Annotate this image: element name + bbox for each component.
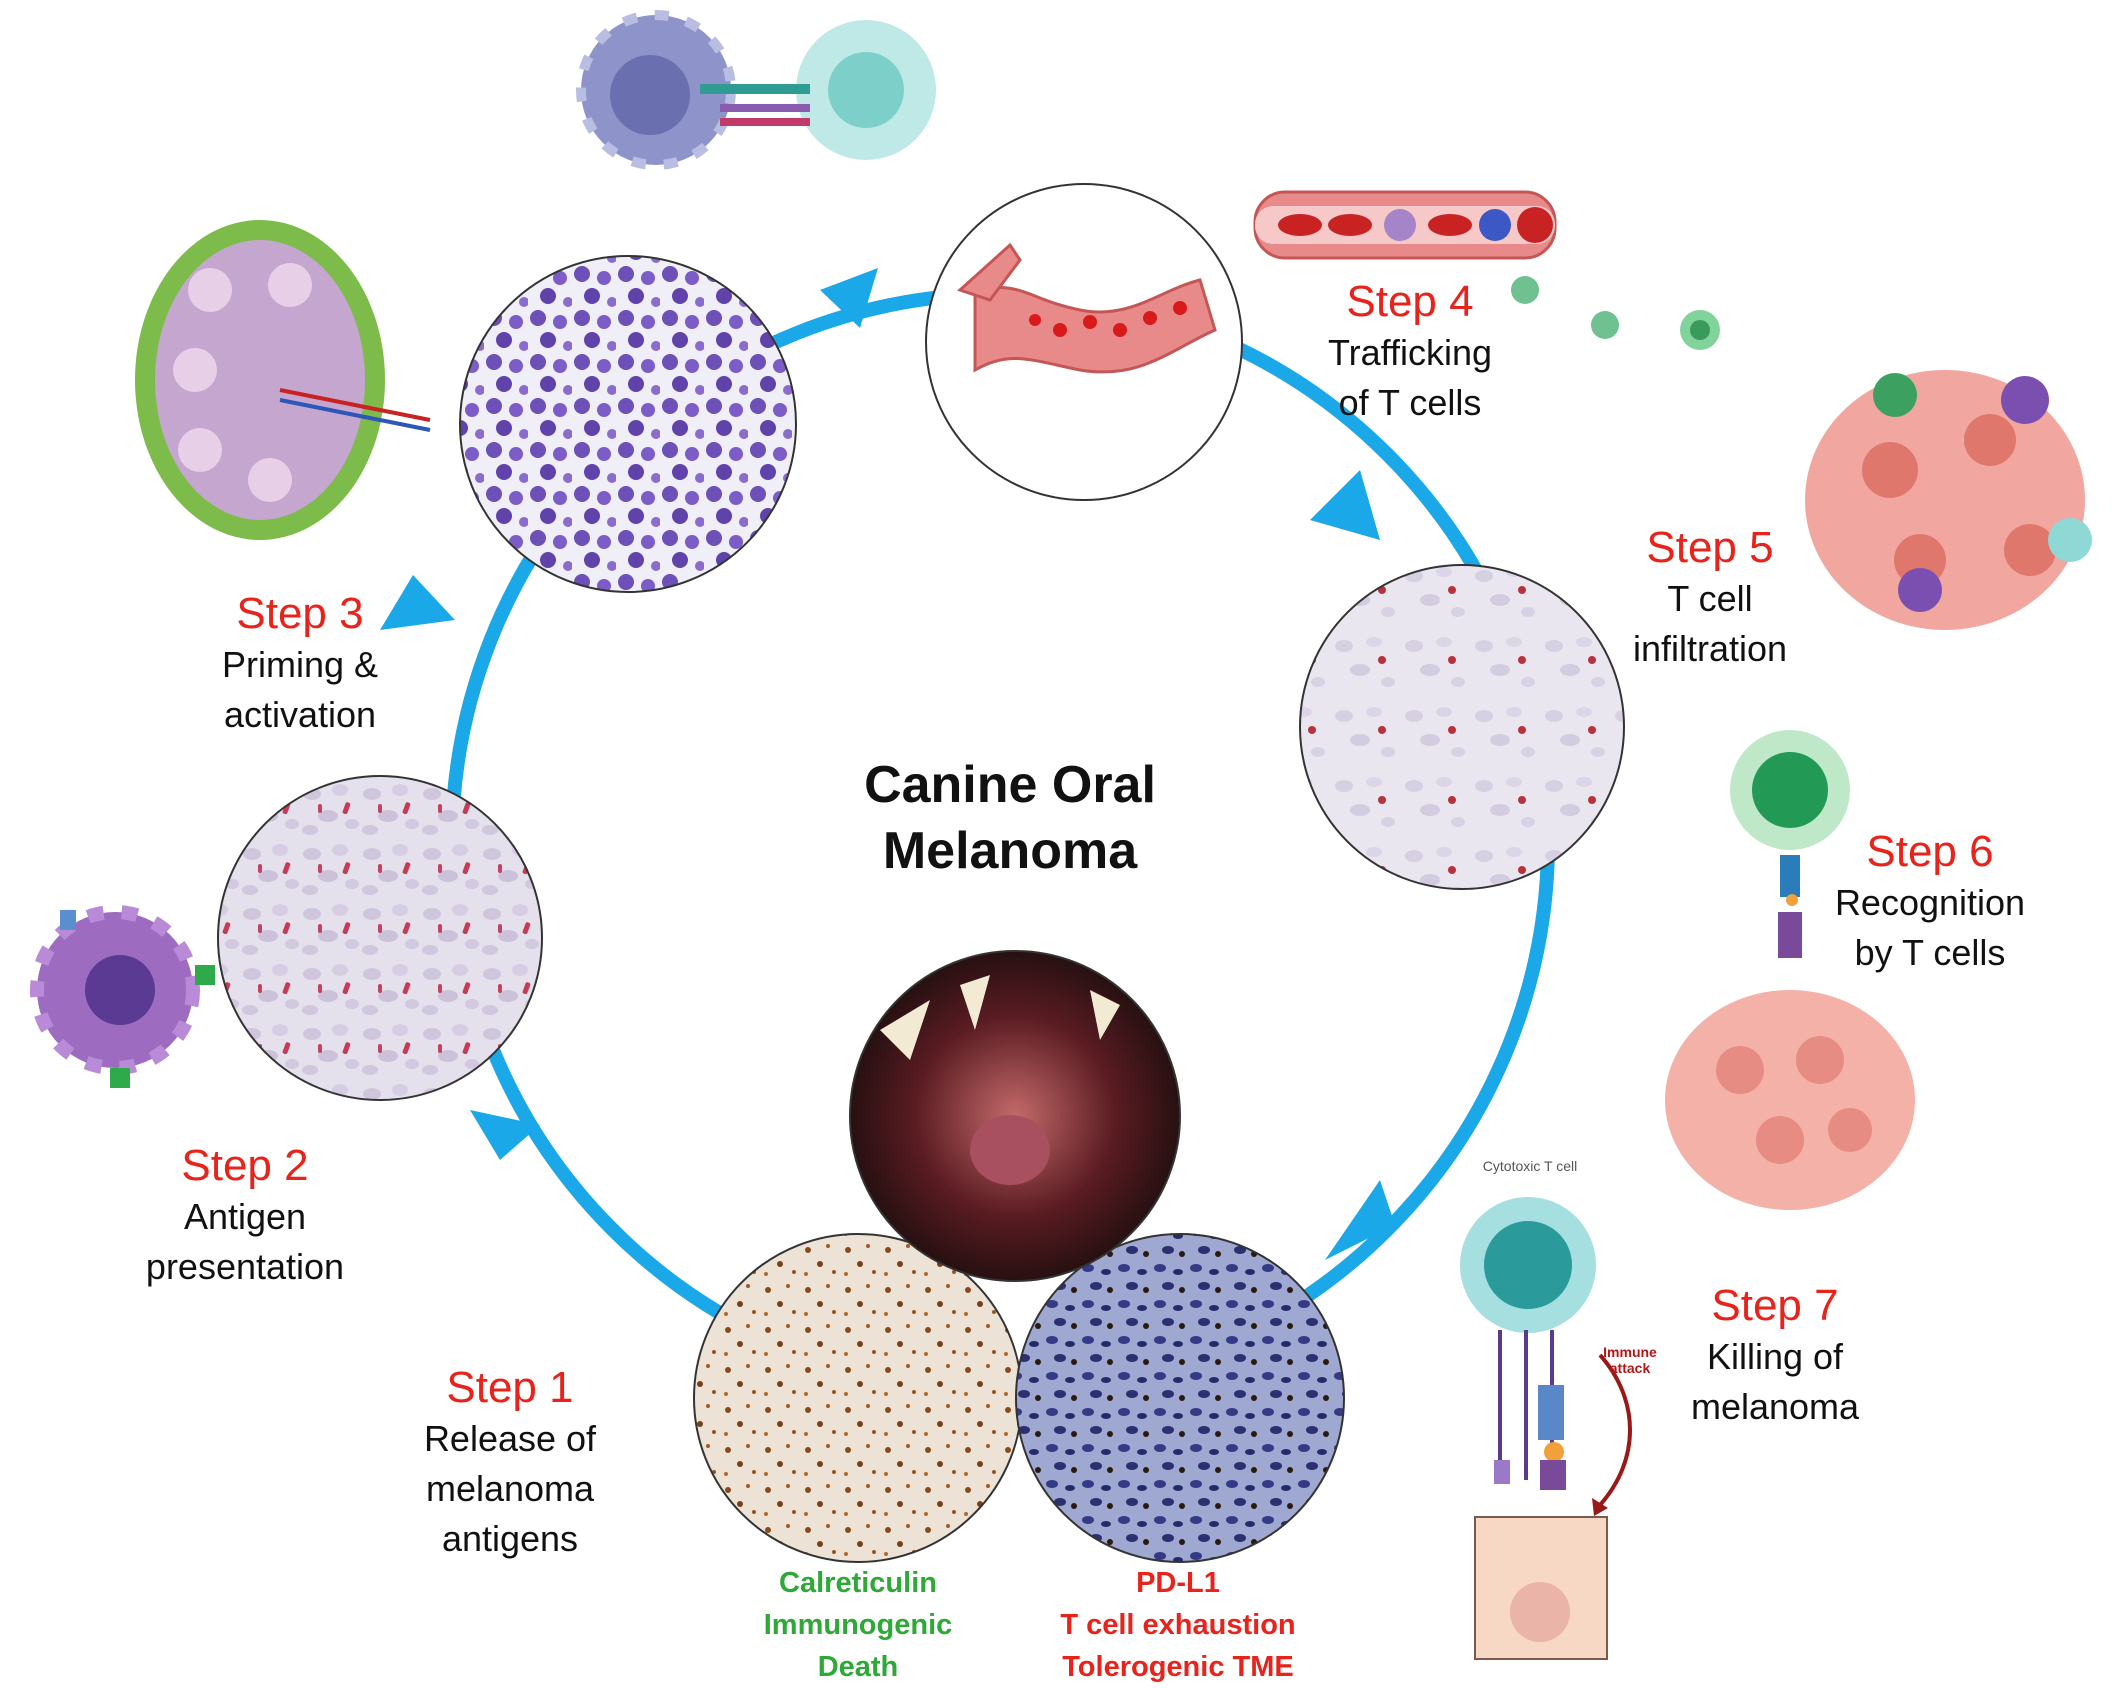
cytology-step3-circle xyxy=(459,255,797,593)
calreticulin-caption: Calreticulin Immunogenic Death xyxy=(720,1562,996,1688)
step6-line1: Recognition xyxy=(1834,882,2026,923)
lymph-node-icon xyxy=(135,220,431,540)
step4-line1: Trafficking xyxy=(1327,332,1493,373)
step6-title: Step 6 xyxy=(1866,827,1994,876)
calreticulin-line2: Immunogenic xyxy=(763,1609,953,1641)
step2-label: Step 2 Antigen presentation xyxy=(125,1140,365,1292)
step4-title: Step 4 xyxy=(1346,277,1474,326)
step3-label: Step 3 Priming & activation xyxy=(180,588,420,740)
step1-line1: Release of xyxy=(423,1418,597,1459)
step7-line2: melanoma xyxy=(1690,1386,1860,1427)
step4-line2: of T cells xyxy=(1338,382,1482,423)
pdl1-line1: PD-L1 xyxy=(1136,1567,1220,1599)
pdl1-line2: T cell exhaustion xyxy=(1060,1609,1296,1641)
step6-line2: by T cells xyxy=(1854,932,2006,973)
calreticulin-circle xyxy=(693,1233,1023,1563)
step5-title: Step 5 xyxy=(1646,523,1774,572)
dendritic-tcell-synapse-icon xyxy=(576,10,936,170)
arrow-step4-to-5 xyxy=(1310,470,1380,540)
step3-line2: activation xyxy=(223,694,377,735)
blood-vessel-icon xyxy=(957,242,1217,374)
arrow-step1-to-2 xyxy=(470,1110,540,1160)
step4-label: Step 4 Trafficking of T cells xyxy=(1290,276,1530,428)
arrow-step3-to-4 xyxy=(820,268,878,328)
step2-line2: presentation xyxy=(145,1246,345,1287)
immune-attack-line1: Immune xyxy=(1603,1344,1657,1360)
diagram-title: Canine Oral Melanoma xyxy=(800,752,1220,884)
ihc-step2-circle xyxy=(217,775,543,1101)
step7-title: Step 7 xyxy=(1711,1281,1839,1330)
step3-line1: Priming & xyxy=(221,644,379,685)
tumor-icon xyxy=(970,1115,1050,1185)
step5-label: Step 5 T cell infiltration xyxy=(1590,522,1830,674)
antigen-presenting-cell-icon xyxy=(30,905,215,1088)
arrow-step6-to-1 xyxy=(1325,1180,1395,1260)
teeth-icon xyxy=(880,975,1120,1060)
tumor-immune-cluster-icon xyxy=(1805,370,2092,630)
immune-attack-label: Immune attack xyxy=(1595,1344,1665,1376)
pdl1-circle xyxy=(1015,1233,1345,1563)
title-line2: Melanoma xyxy=(882,822,1138,880)
step1-line3: antigens xyxy=(441,1518,579,1559)
arrow-step2-to-3 xyxy=(380,575,455,630)
vessel-trafficking-icon xyxy=(1253,190,1720,350)
step5-line2: infiltration xyxy=(1632,628,1788,669)
ihc-step5-circle xyxy=(1299,564,1625,890)
step7-label: Step 7 Killing of melanoma xyxy=(1655,1280,1895,1432)
calreticulin-line3: Death xyxy=(817,1651,899,1683)
pdl1-caption: PD-L1 T cell exhaustion Tolerogenic TME xyxy=(1040,1562,1316,1688)
tcell-recognition-icon xyxy=(1665,730,1915,1210)
step7-line1: Killing of xyxy=(1706,1336,1844,1377)
step6-label: Step 6 Recognition by T cells xyxy=(1800,826,2060,978)
step1-line2: melanoma xyxy=(425,1468,595,1509)
immune-attack-line2: attack xyxy=(1609,1360,1651,1376)
step1-label: Step 1 Release of melanoma antigens xyxy=(390,1362,630,1564)
pdl1-line3: Tolerogenic TME xyxy=(1062,1651,1294,1683)
step3-title: Step 3 xyxy=(236,589,364,638)
cytotoxic-tcell-label: Cytotoxic T cell xyxy=(1482,1158,1578,1174)
step2-line1: Antigen xyxy=(183,1196,307,1237)
cytotoxic-tcell-icon xyxy=(1460,1197,1632,1660)
step1-title: Step 1 xyxy=(446,1363,574,1412)
step2-title: Step 2 xyxy=(181,1141,309,1190)
step5-line1: T cell xyxy=(1667,578,1753,619)
title-line1: Canine Oral xyxy=(864,756,1156,814)
calreticulin-line1: Calreticulin xyxy=(779,1567,937,1599)
